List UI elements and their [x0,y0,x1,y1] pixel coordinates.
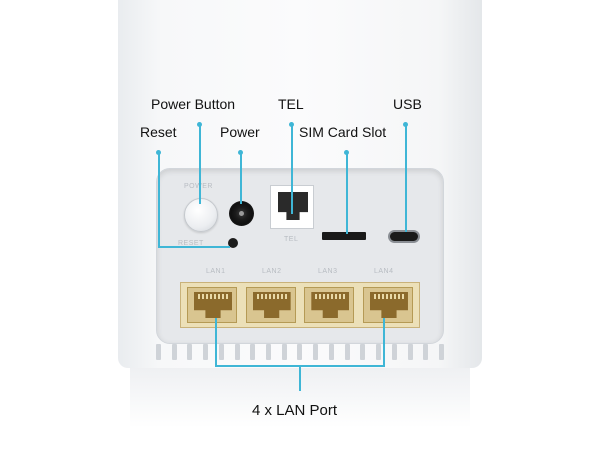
vent [407,344,413,360]
vent [250,344,256,360]
usb-leader [405,124,407,232]
tel-engraving: TEL [284,236,299,243]
vent [234,344,240,360]
reset-leader [158,152,160,248]
reset-engraving: RESET [178,240,204,247]
jack-pins [198,294,228,299]
jack-pins [256,294,287,299]
power-label: Power [220,124,260,140]
power-button-label: Power Button [151,96,236,112]
vent [344,344,350,360]
lan1-engraving: LAN1 [206,268,226,275]
lan2-engraving: LAN2 [262,268,282,275]
jack-pins [315,294,346,299]
vent [391,344,397,360]
tel-port [270,185,314,229]
power-leader-dot [238,150,243,155]
vent [281,344,287,360]
vent [187,344,193,360]
power-button-leader [199,124,201,204]
reset-pinhole [228,238,238,248]
vent [266,344,272,360]
reset-leader-horizontal [158,246,230,248]
power-button-leader-dot [197,122,202,127]
sim-card-slot [322,232,366,240]
tel-label: TEL [278,96,304,112]
vent-row [126,338,474,366]
vent [438,344,444,360]
usb-label: USB [393,96,422,112]
vent [297,344,303,360]
power-engraving: POWER [184,183,213,190]
power-jack [229,201,254,226]
usb-leader-dot [403,122,408,127]
lan4-engraving: LAN4 [374,268,394,275]
usb-c-port [388,230,420,243]
tel-leader-dot [289,122,294,127]
power-button [184,198,218,232]
lan-leader-right [383,318,385,366]
tel-leader [291,124,293,214]
vent [328,344,334,360]
lan-port-label: 4 x LAN Port [252,402,338,419]
sim-card-slot-label: SIM Card Slot [299,124,387,140]
lan3-engraving: LAN3 [318,268,338,275]
rj11-jack [278,192,308,220]
lan-port-1 [187,287,237,323]
lan-port-3 [304,287,355,323]
vent [360,344,366,360]
vent [156,344,161,360]
lan-port-4 [362,287,413,323]
sim-leader [346,152,348,234]
vent [171,344,177,360]
power-leader [240,152,242,204]
vent [423,344,429,360]
reset-leader-dot [156,150,161,155]
jack-pins [373,294,404,299]
vent [203,344,209,360]
reset-label: Reset [140,124,177,140]
vent [313,344,319,360]
vent [376,344,382,360]
sim-leader-dot [344,150,349,155]
lan-port-2 [245,287,296,323]
lan-leader-stem [299,365,301,391]
lan-leader-left [215,318,217,366]
vent [218,344,224,360]
lan-port-bay [180,282,420,328]
